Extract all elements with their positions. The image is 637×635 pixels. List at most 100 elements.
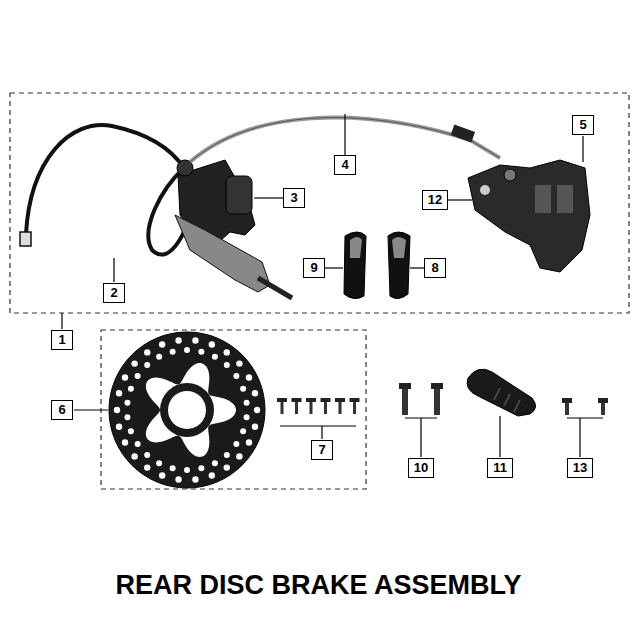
disc-hole xyxy=(156,460,162,466)
disc-hole xyxy=(224,464,230,470)
group-outline xyxy=(101,330,366,489)
leader-bracket xyxy=(567,418,603,457)
reservoir xyxy=(226,176,252,214)
leader-line xyxy=(325,267,343,268)
disc-hole xyxy=(192,476,198,482)
disc-hole xyxy=(233,441,239,447)
disc-hole xyxy=(170,349,176,355)
caliper-window xyxy=(557,185,573,213)
disc-hole xyxy=(224,349,230,355)
cap-body xyxy=(467,369,535,416)
bolt-shank xyxy=(434,389,440,415)
disc-hole xyxy=(122,374,128,380)
disc-hole xyxy=(240,386,246,392)
disc-hole xyxy=(252,424,258,430)
screw xyxy=(321,398,331,414)
screw-shank xyxy=(339,402,342,414)
screw-head xyxy=(335,398,345,402)
hose-fitting xyxy=(451,125,475,143)
screw-head xyxy=(562,398,572,403)
disc-hole xyxy=(159,341,165,347)
disc-hole xyxy=(114,407,120,413)
disc-screws xyxy=(277,398,360,414)
caliper-window xyxy=(535,185,551,213)
leader-line xyxy=(499,416,500,457)
disc-hole xyxy=(131,453,137,459)
disc-hole xyxy=(212,460,218,466)
disc-hole xyxy=(209,472,215,478)
cap-ridge xyxy=(514,400,520,412)
leader-lines xyxy=(62,114,603,457)
screw-head xyxy=(598,398,608,403)
leader-bracket xyxy=(405,418,437,457)
leader-line xyxy=(113,258,114,282)
screw-shank xyxy=(310,402,313,414)
brake-cable xyxy=(26,125,196,255)
disc-hole xyxy=(252,390,258,396)
screw xyxy=(335,398,345,414)
callout-number: 11 xyxy=(487,458,513,478)
disc-hole xyxy=(116,390,122,396)
disc-hole xyxy=(144,452,150,458)
screw xyxy=(292,398,302,414)
mount-bracket xyxy=(175,215,270,292)
disc-hole xyxy=(240,428,246,434)
callout-number: 3 xyxy=(283,188,305,208)
disc-hole xyxy=(116,424,122,430)
screw xyxy=(350,398,360,414)
screw-shank xyxy=(295,402,298,414)
screws xyxy=(562,398,608,415)
disc-hole xyxy=(135,441,141,447)
disc-hole xyxy=(236,453,242,459)
brake-caliper xyxy=(468,160,590,272)
leader-line xyxy=(61,313,62,329)
leader-line xyxy=(410,267,424,268)
disc-hole xyxy=(156,354,162,360)
disc-hole xyxy=(224,452,230,458)
bolt-head xyxy=(399,383,411,389)
disc-hole xyxy=(198,465,204,471)
group-outline xyxy=(10,93,629,313)
bolt-head xyxy=(431,383,443,389)
disc-hole xyxy=(124,400,130,406)
screw xyxy=(277,398,287,414)
disc-rim xyxy=(109,332,265,488)
disc-hole xyxy=(244,414,250,420)
callout-number: 7 xyxy=(311,440,333,460)
callout-number: 12 xyxy=(422,190,448,210)
screw-head xyxy=(292,398,302,402)
callout-number: 6 xyxy=(51,400,73,420)
disc-hole xyxy=(244,400,250,406)
disc-hole xyxy=(175,337,181,343)
leader-bracket xyxy=(280,426,356,439)
bolt-shank xyxy=(402,389,408,415)
disc-hole xyxy=(128,386,134,392)
master-cylinder xyxy=(175,160,292,298)
disc-hole xyxy=(198,349,204,355)
disc-hole xyxy=(128,428,134,434)
screw-head xyxy=(277,398,287,402)
disc-hole xyxy=(144,362,150,368)
callout-number: 4 xyxy=(334,155,356,175)
bolts xyxy=(399,383,443,415)
disc-hole xyxy=(159,472,165,478)
leader-line xyxy=(446,199,472,200)
disc-hole xyxy=(192,337,198,343)
disc-cutout xyxy=(146,363,236,457)
disc-center xyxy=(168,391,206,429)
disc-hole xyxy=(144,349,150,355)
disc-hub xyxy=(160,383,214,437)
leader-line xyxy=(582,136,583,162)
disc-hole xyxy=(233,373,239,379)
callout-number: 2 xyxy=(103,283,125,303)
rubber-cap xyxy=(467,369,535,416)
leader-line xyxy=(254,197,283,198)
screw xyxy=(306,398,316,414)
callout-number: 8 xyxy=(424,258,446,278)
leader-line xyxy=(344,114,345,155)
disc-hole xyxy=(122,439,128,445)
push-rod xyxy=(258,278,292,298)
cap-ridge xyxy=(494,388,500,400)
callout-number: 9 xyxy=(303,258,325,278)
screw-shank xyxy=(324,402,327,414)
